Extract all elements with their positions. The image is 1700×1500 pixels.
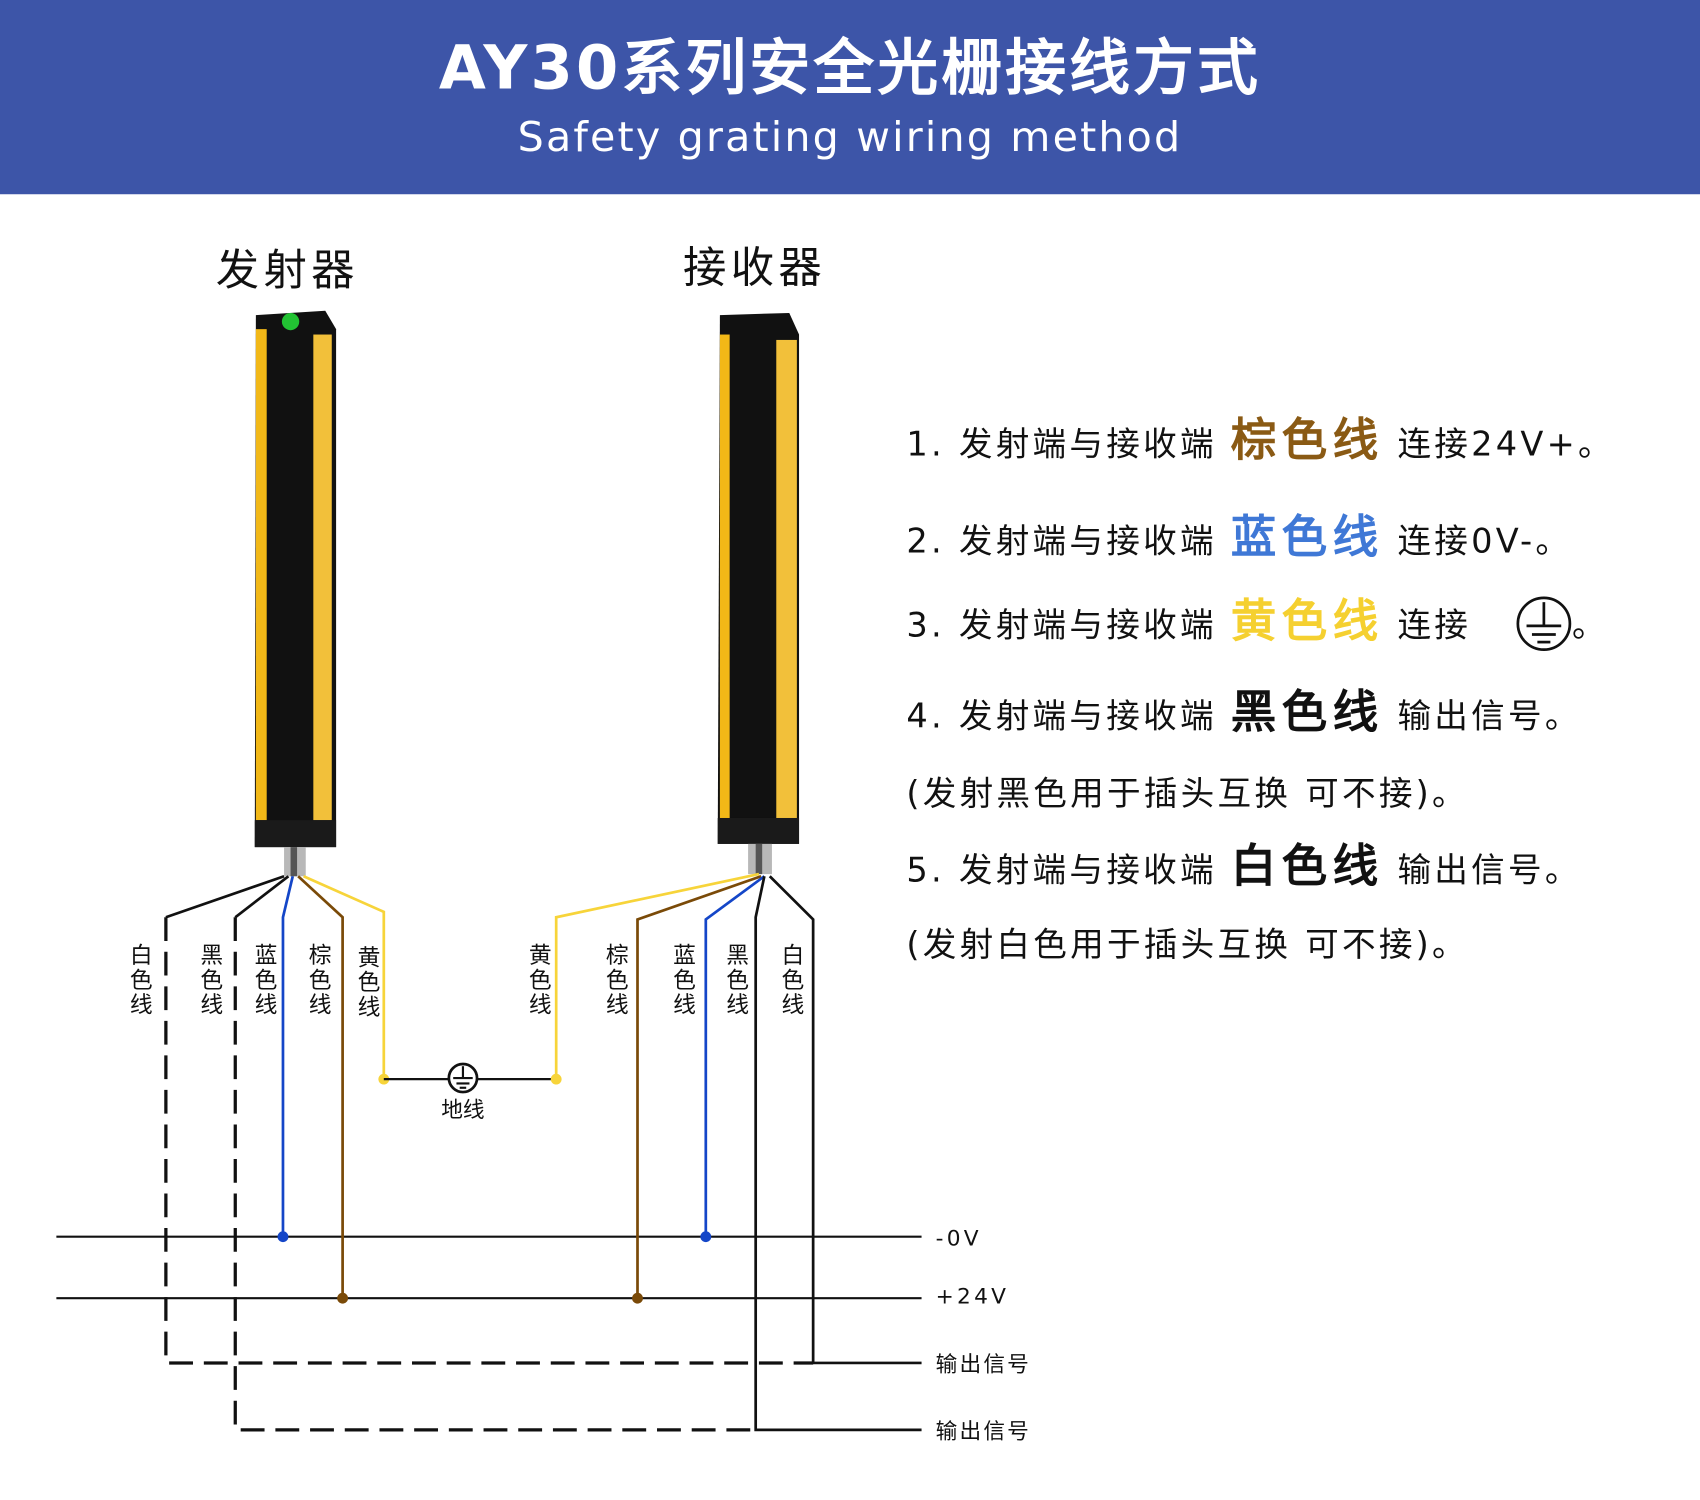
- junction-dot: [700, 1231, 712, 1243]
- receiver-white-wire: [768, 875, 922, 1365]
- emitter-white-wire: [165, 874, 285, 919]
- receiver-blue-wire: [704, 875, 766, 1237]
- wire-label: 棕色线: [305, 943, 331, 1017]
- emitter-white-wire-dashed: [164, 917, 814, 1365]
- bus-label-24v: +24V: [936, 1285, 1010, 1310]
- emitter-brown-wire: [297, 875, 344, 1299]
- bus-label-output2: 输出信号: [936, 1420, 1031, 1445]
- header-banner: [0, 0, 1700, 195]
- junction-dot: [632, 1292, 643, 1304]
- page-title: AY30系列安全光栅接线方式: [439, 34, 1261, 104]
- instruction-5: 5. 发射端与接收端 白色线 输出信号。: [906, 840, 1581, 893]
- ground-icon: [1516, 596, 1572, 651]
- receiver-yellow-wire: [554, 872, 760, 1080]
- receiver-light-curtain: [717, 312, 800, 875]
- wire-label: 棕色线: [602, 943, 628, 1017]
- wire-label: 黄色线: [525, 943, 551, 1017]
- receiver-black-wire: [754, 875, 922, 1432]
- wire-label: 白色线: [126, 943, 152, 1017]
- emitter-blue-wire: [281, 875, 295, 1237]
- junction-dot: [337, 1292, 349, 1304]
- bus-label-output1: 输出信号: [936, 1353, 1031, 1378]
- wire-label: 蓝色线: [669, 943, 695, 1017]
- status-led-icon: [281, 312, 300, 331]
- instruction-4: 4. 发射端与接收端 黑色线 输出信号。: [906, 685, 1581, 738]
- ground-label: 地线: [441, 1098, 484, 1123]
- instruction-1: 1. 发射端与接收端 棕色线 连接24V+。: [906, 413, 1615, 466]
- wire-label: 白色线: [777, 943, 803, 1017]
- emitter-yellow-wire: [303, 875, 386, 1080]
- receiver-title: 接收器: [683, 244, 826, 294]
- emitter-light-curtain: [254, 310, 337, 877]
- junction-dot: [550, 1073, 562, 1085]
- emitter-black-wire: [234, 875, 290, 919]
- junction-dot: [277, 1231, 289, 1243]
- receiver-brown-wire: [636, 874, 762, 1299]
- instruction-2: 2. 发射端与接收端 蓝色线 连接0V-。: [906, 511, 1572, 564]
- wire-label: 黑色线: [196, 943, 222, 1017]
- instruction-4-note: (发射黑色用于插头互换 可不接)。: [906, 774, 1469, 813]
- wire-label: 黑色线: [722, 943, 748, 1017]
- wire-label: 黄色线: [353, 945, 379, 1019]
- ground-icon: [447, 1062, 479, 1094]
- instruction-3-end: 。: [1572, 606, 1609, 645]
- page-subtitle: Safety grating wiring method: [518, 113, 1183, 161]
- bus-label-0v: -0V: [936, 1226, 982, 1251]
- wire-label: 蓝色线: [250, 943, 276, 1017]
- emitter-title: 发射器: [216, 246, 359, 296]
- instruction-3: 3. 发射端与接收端 黄色线 连接: [906, 595, 1471, 648]
- instruction-5-note: (发射白色用于插头互换 可不接)。: [906, 925, 1469, 964]
